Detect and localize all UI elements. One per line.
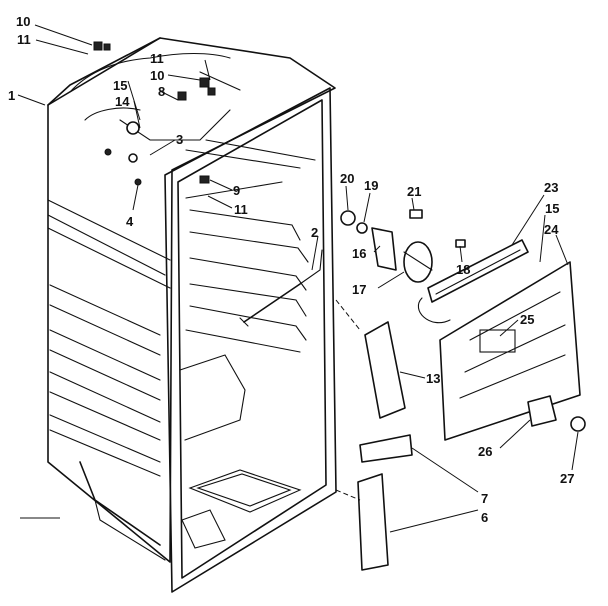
callout-13: 13 xyxy=(426,371,440,386)
fan-motor-assembly xyxy=(340,209,466,283)
callout-7: 7 xyxy=(481,491,488,506)
cabinet-assembly xyxy=(47,37,337,593)
callout-8: 8 xyxy=(158,84,165,99)
callout-4: 4 xyxy=(126,214,134,229)
callout-14: 14 xyxy=(115,94,130,109)
air-duct-panels xyxy=(335,299,413,571)
callout-19: 19 xyxy=(364,178,378,193)
callout-24: 24 xyxy=(544,222,559,237)
callout-11-mid: 11 xyxy=(150,51,164,66)
callout-labels: 10 11 1 15 14 11 10 8 3 4 9 11 2 13 7 6 … xyxy=(8,14,574,525)
evaporator-cover-assembly xyxy=(417,239,586,441)
top-control-components xyxy=(69,41,241,186)
callout-17: 17 xyxy=(352,282,366,297)
callout-10-top: 10 xyxy=(16,14,30,29)
callout-15-right: 15 xyxy=(545,201,559,216)
callout-25: 25 xyxy=(520,312,534,327)
callout-leader-lines xyxy=(17,24,579,533)
callout-2: 2 xyxy=(311,225,318,240)
callout-15-left: 15 xyxy=(113,78,127,93)
callout-3: 3 xyxy=(176,132,183,147)
callout-18: 18 xyxy=(456,262,470,277)
callout-11-top: 11 xyxy=(17,32,31,47)
callout-20: 20 xyxy=(340,171,354,186)
callout-21: 21 xyxy=(407,184,421,199)
callout-23: 23 xyxy=(544,180,558,195)
callout-1: 1 xyxy=(8,88,15,103)
callout-26: 26 xyxy=(478,444,492,459)
callout-27: 27 xyxy=(560,471,574,486)
callout-16: 16 xyxy=(352,246,366,261)
callout-9: 9 xyxy=(233,183,240,198)
callout-6: 6 xyxy=(481,510,488,525)
callout-11-frame: 11 xyxy=(234,202,248,217)
callout-10-mid: 10 xyxy=(150,68,164,83)
